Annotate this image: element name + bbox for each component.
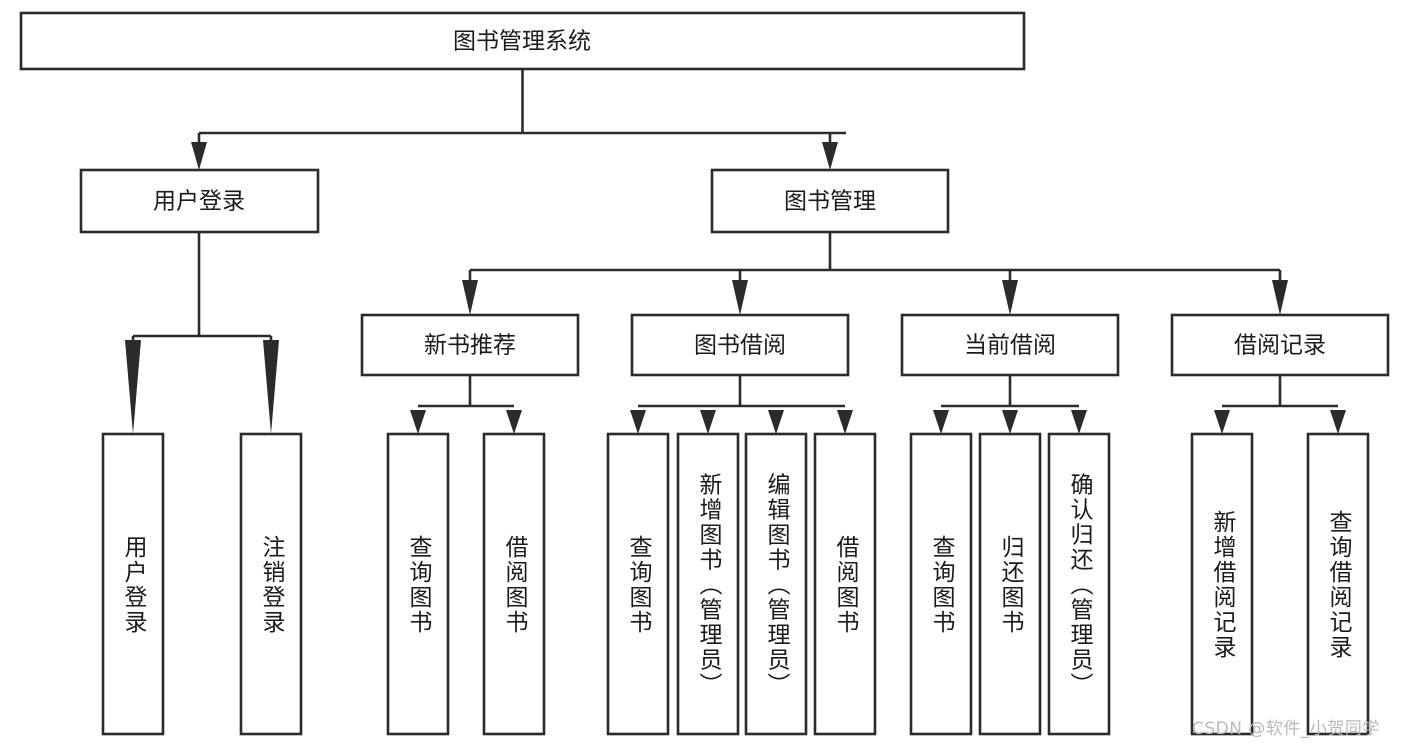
node-user-login-box[interactable] [79, 168, 320, 234]
node-book-borrow-box[interactable] [630, 313, 850, 377]
node-borrow-record-box[interactable] [1170, 313, 1390, 377]
leaf-node[interactable]: 编辑图书（管理员） [744, 432, 808, 736]
leaf-box-user-login[interactable] [101, 432, 165, 736]
leaf-node[interactable]: 查询图书 [909, 432, 973, 736]
leaf-box-bb-add-book[interactable] [676, 432, 740, 736]
leaf-label-cb-confirm-return: 确认归还（管理员） [1066, 473, 1094, 698]
arrow-head-to-borrow-record [1272, 280, 1288, 315]
node-new-book-recommend-label: 新书推荐 [424, 333, 516, 359]
connector-group-current-borrow [933, 375, 1087, 434]
leaf-box-bb-query-book[interactable] [606, 432, 670, 736]
node-current-borrow[interactable]: 当前借阅 [900, 313, 1120, 377]
connector-group-book-borrow [630, 375, 853, 434]
connector-group-borrow-record [1214, 375, 1346, 434]
leaf-box-cb-query-book[interactable] [909, 432, 973, 736]
leaf-node[interactable]: 查询图书 [386, 432, 450, 736]
leaf-label-user-login: 用户登录 [120, 535, 148, 635]
arrow-head-borrowrecord-leaf-1 [1214, 410, 1230, 434]
arrow-head-currentborrow-leaf-1 [933, 410, 949, 434]
node-root-box[interactable] [19, 11, 1026, 71]
leaf-box-nb-query-book[interactable] [386, 432, 450, 736]
arrow-head-bookborrow-leaf-2 [700, 410, 716, 434]
node-new-book-recommend-box[interactable] [360, 313, 580, 377]
leaf-node[interactable]: 新增图书（管理员） [676, 432, 740, 736]
node-root[interactable]: 图书管理系统 [19, 11, 1026, 71]
node-book-manage-label: 图书管理 [784, 189, 876, 215]
arrow-head-to-current-borrow [1002, 280, 1018, 315]
connector-group-user-login [125, 232, 279, 434]
node-new-book-recommend[interactable]: 新书推荐 [360, 313, 580, 377]
arrow-head-bookborrow-leaf-1 [630, 410, 646, 434]
node-book-borrow-label: 图书借阅 [694, 333, 786, 359]
node-book-manage[interactable]: 图书管理 [710, 168, 950, 234]
leaf-node[interactable]: 查询借阅记录 [1306, 432, 1370, 736]
leaf-node[interactable]: 借阅图书 [482, 432, 546, 736]
leaf-label-bb-query-book: 查询图书 [625, 535, 653, 635]
connector-group-new-book [410, 375, 522, 434]
leaf-label-cb-query-book: 查询图书 [928, 535, 956, 635]
leaf-box-cb-confirm-return[interactable] [1047, 432, 1111, 736]
leaf-box-br-add-record[interactable] [1190, 432, 1254, 736]
node-current-borrow-box[interactable] [900, 313, 1120, 377]
arrow-head-to-new-book [462, 280, 478, 315]
node-user-login[interactable]: 用户登录 [79, 168, 320, 234]
leaf-label-br-add-record: 新增借阅记录 [1209, 510, 1237, 660]
leaf-box-cb-return-book[interactable] [978, 432, 1042, 736]
leaf-label-bb-add-book: 新增图书（管理员） [695, 473, 723, 698]
leaf-node[interactable]: 归还图书 [978, 432, 1042, 736]
arrow-head-newbook-leaf-2 [506, 410, 522, 434]
leaf-box-bb-borrow-book[interactable] [813, 432, 877, 736]
leaf-label-logout: 注销登录 [258, 535, 286, 635]
node-current-borrow-label: 当前借阅 [964, 333, 1056, 359]
leaf-box-bb-edit-book[interactable] [744, 432, 808, 736]
leaf-box-br-query-record[interactable] [1306, 432, 1370, 736]
connector-group-root [191, 69, 846, 170]
node-root-label: 图书管理系统 [453, 29, 591, 55]
arrow-head-to-user-login [191, 142, 207, 170]
node-borrow-record-label: 借阅记录 [1234, 333, 1326, 359]
csdn-watermark: CSDN @软件_小贺同学 [1192, 719, 1380, 739]
leaf-node[interactable]: 新增借阅记录 [1190, 432, 1254, 736]
arrow-head-currentborrow-leaf-2 [1002, 410, 1018, 434]
arrow-head-borrowrecord-leaf-2 [1330, 410, 1346, 434]
leaf-node[interactable]: 查询图书 [606, 432, 670, 736]
node-user-login-label: 用户登录 [153, 189, 245, 215]
arrow-head-currentborrow-leaf-3 [1071, 410, 1087, 434]
connector-group-book-manage [462, 232, 1288, 315]
arrow-head-newbook-leaf-1 [410, 410, 426, 434]
arrow-head-to-book-borrow [732, 280, 748, 315]
leaf-box-nb-borrow-book[interactable] [482, 432, 546, 736]
node-book-manage-box[interactable] [710, 168, 950, 234]
arrow-head-bookborrow-leaf-4 [837, 410, 853, 434]
leaf-label-nb-query-book: 查询图书 [405, 535, 433, 635]
leaf-label-nb-borrow-book: 借阅图书 [501, 535, 529, 635]
arrow-head-bookborrow-leaf-3 [768, 410, 784, 434]
leaf-label-cb-return-book: 归还图书 [997, 535, 1025, 635]
node-book-borrow[interactable]: 图书借阅 [630, 313, 850, 377]
leaf-node[interactable]: 确认归还（管理员） [1047, 432, 1111, 736]
arrow-head-to-book-manage [822, 142, 838, 170]
leaf-node[interactable]: 注销登录 [239, 432, 303, 736]
leaf-label-bb-borrow-book: 借阅图书 [832, 535, 860, 635]
node-borrow-record[interactable]: 借阅记录 [1170, 313, 1390, 377]
leaf-label-br-query-record: 查询借阅记录 [1325, 510, 1353, 660]
leaf-box-logout[interactable] [239, 432, 303, 736]
leaf-label-bb-edit-book: 编辑图书（管理员） [763, 473, 791, 698]
leaf-node[interactable]: 借阅图书 [813, 432, 877, 736]
leaf-node[interactable]: 用户登录 [101, 432, 165, 736]
